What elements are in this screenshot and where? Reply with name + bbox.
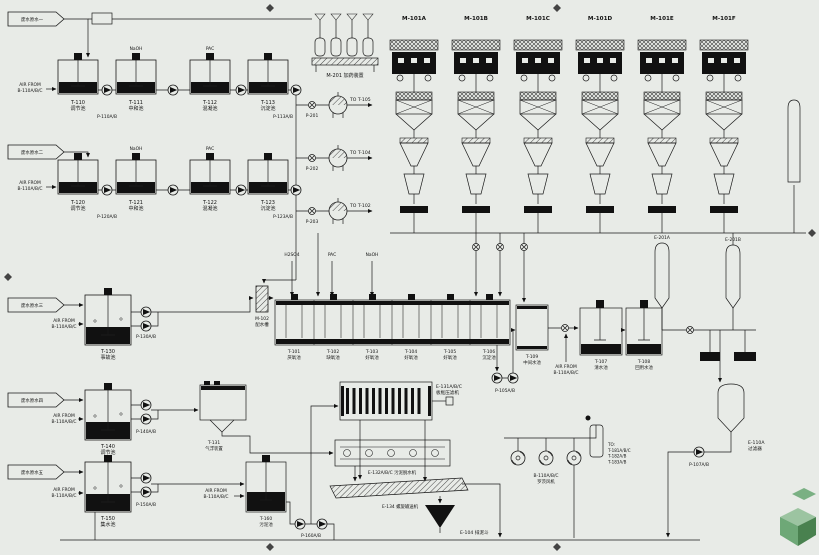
border-markers [4, 4, 816, 551]
flag-5-label: 废水原水五 [21, 469, 44, 476]
left-tanks [84, 287, 152, 513]
inline-header-box [91, 12, 113, 25]
pipes-right [504, 425, 732, 538]
intermediate-tanks [515, 300, 663, 356]
pump-p130-label: P-130A/B [136, 334, 156, 340]
chem-naoh-label: NaOH [130, 146, 143, 152]
pump-p140-label: P-140A/B [136, 429, 156, 435]
dosing-skid-label: M-201 加药装置 [326, 72, 363, 79]
right-columns [654, 242, 756, 458]
train-b-title: M-101B [464, 16, 488, 22]
treatment-trains [389, 39, 801, 251]
chem-h2so4-label: H2SO4 [284, 252, 299, 258]
pump-p120-label: P-120A/B [97, 214, 117, 220]
conveyor-label: E-134 螺旋输送机 [382, 503, 419, 510]
pump-p110-label: P-110A/B [97, 114, 117, 120]
pump-p123-label: P-123A/B [273, 214, 293, 220]
chem-naoh-label: NaOH [366, 252, 379, 258]
valve-p202-label: P-202 [306, 166, 319, 172]
distributor-m102 [255, 285, 269, 313]
column-e201a-label: E-201A [654, 235, 670, 241]
flotation-unit [199, 384, 247, 421]
belt-press [334, 439, 451, 467]
train-f-title: M-101F [712, 16, 736, 22]
dosing-skid [311, 13, 379, 72]
train-d-title: M-101D [588, 16, 613, 22]
valve-p203-label: P-203 [306, 219, 319, 225]
chem-pac-label: PAC [206, 146, 214, 152]
watermark-logo [780, 488, 816, 546]
sludge-hopper [425, 505, 455, 528]
pump-p150-label: P-150A/B [136, 502, 156, 508]
pump-p107-label: P-107A/B [689, 462, 709, 468]
carbon-filter-vessel [717, 383, 745, 433]
flag-4-label: 废水原水四 [21, 397, 43, 404]
flow-arrows [46, 18, 722, 538]
far-right-column [787, 99, 801, 183]
route-to104-label: TO T-104 [349, 150, 371, 156]
pretreatment-row-2 [57, 152, 302, 196]
train-c-title: M-101C [526, 16, 550, 22]
column-e201b-label: E-201B [725, 237, 741, 243]
valve-p201-label: P-201 [306, 113, 319, 119]
flag-3-label: 废水原水三 [21, 302, 44, 309]
flag-1-label: 废水原水一 [21, 16, 44, 23]
aeration-basin [255, 285, 519, 384]
train-a-title: M-101A [402, 16, 427, 22]
sludge-area [199, 381, 604, 530]
screw-conveyor [329, 477, 469, 499]
flag-2-label: 废水原水二 [21, 149, 44, 156]
route-to105-label: TO T-105 [349, 97, 371, 103]
pump-p105-label: P-105A/B [495, 388, 515, 394]
chem-pac-label: PAC [206, 46, 214, 52]
train-e-title: M-101E [650, 16, 674, 22]
pump-p160-label: P-160A/B [301, 533, 321, 539]
belt-press-label: E-132A/B/C 污泥脱水机 [368, 469, 417, 476]
pretreatment-row-1 [57, 52, 302, 96]
chem-pac-label: PAC [328, 252, 336, 258]
feed-flags [7, 11, 113, 480]
pump-p113-label: P-113A/B [273, 114, 293, 120]
route-to102-label: TO T-102 [349, 203, 371, 209]
hopper-label: E-104 排泥斗 [460, 529, 489, 536]
chem-naoh-label: NaOH [130, 46, 143, 52]
